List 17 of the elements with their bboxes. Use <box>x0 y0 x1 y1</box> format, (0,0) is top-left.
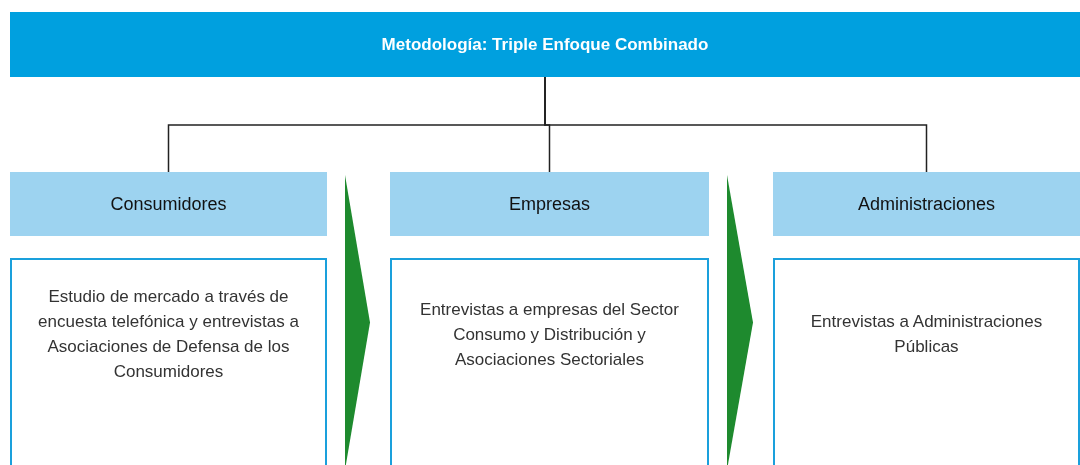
column-header <box>390 172 709 236</box>
content-box <box>390 258 709 465</box>
chevron-arrow <box>727 175 753 465</box>
chevron-arrow <box>345 175 370 465</box>
heading-text: Administraciones <box>857 192 996 216</box>
content-box <box>773 258 1080 465</box>
column-header <box>10 172 327 236</box>
heading-text: Empresas <box>509 192 590 216</box>
column-header <box>773 172 1080 236</box>
connector-line <box>544 76 928 173</box>
title-bar <box>10 12 1080 77</box>
description-text: Estudio de mercado a través de encuesta telefónica y entrevistas a Asociaciones de Defensa de los Consumidores <box>37 286 300 383</box>
description-text: Entrevistas a Administraciones Públicas <box>809 311 1044 358</box>
heading-text: Consumidores <box>110 192 227 216</box>
heading-text: Metodología: Triple Enfoque Combinado <box>381 33 709 56</box>
description-text: Entrevistas a empresas del Sector Consumo y Distribución y Asociaciones Sectoriales <box>419 298 680 371</box>
content-box <box>10 258 327 465</box>
